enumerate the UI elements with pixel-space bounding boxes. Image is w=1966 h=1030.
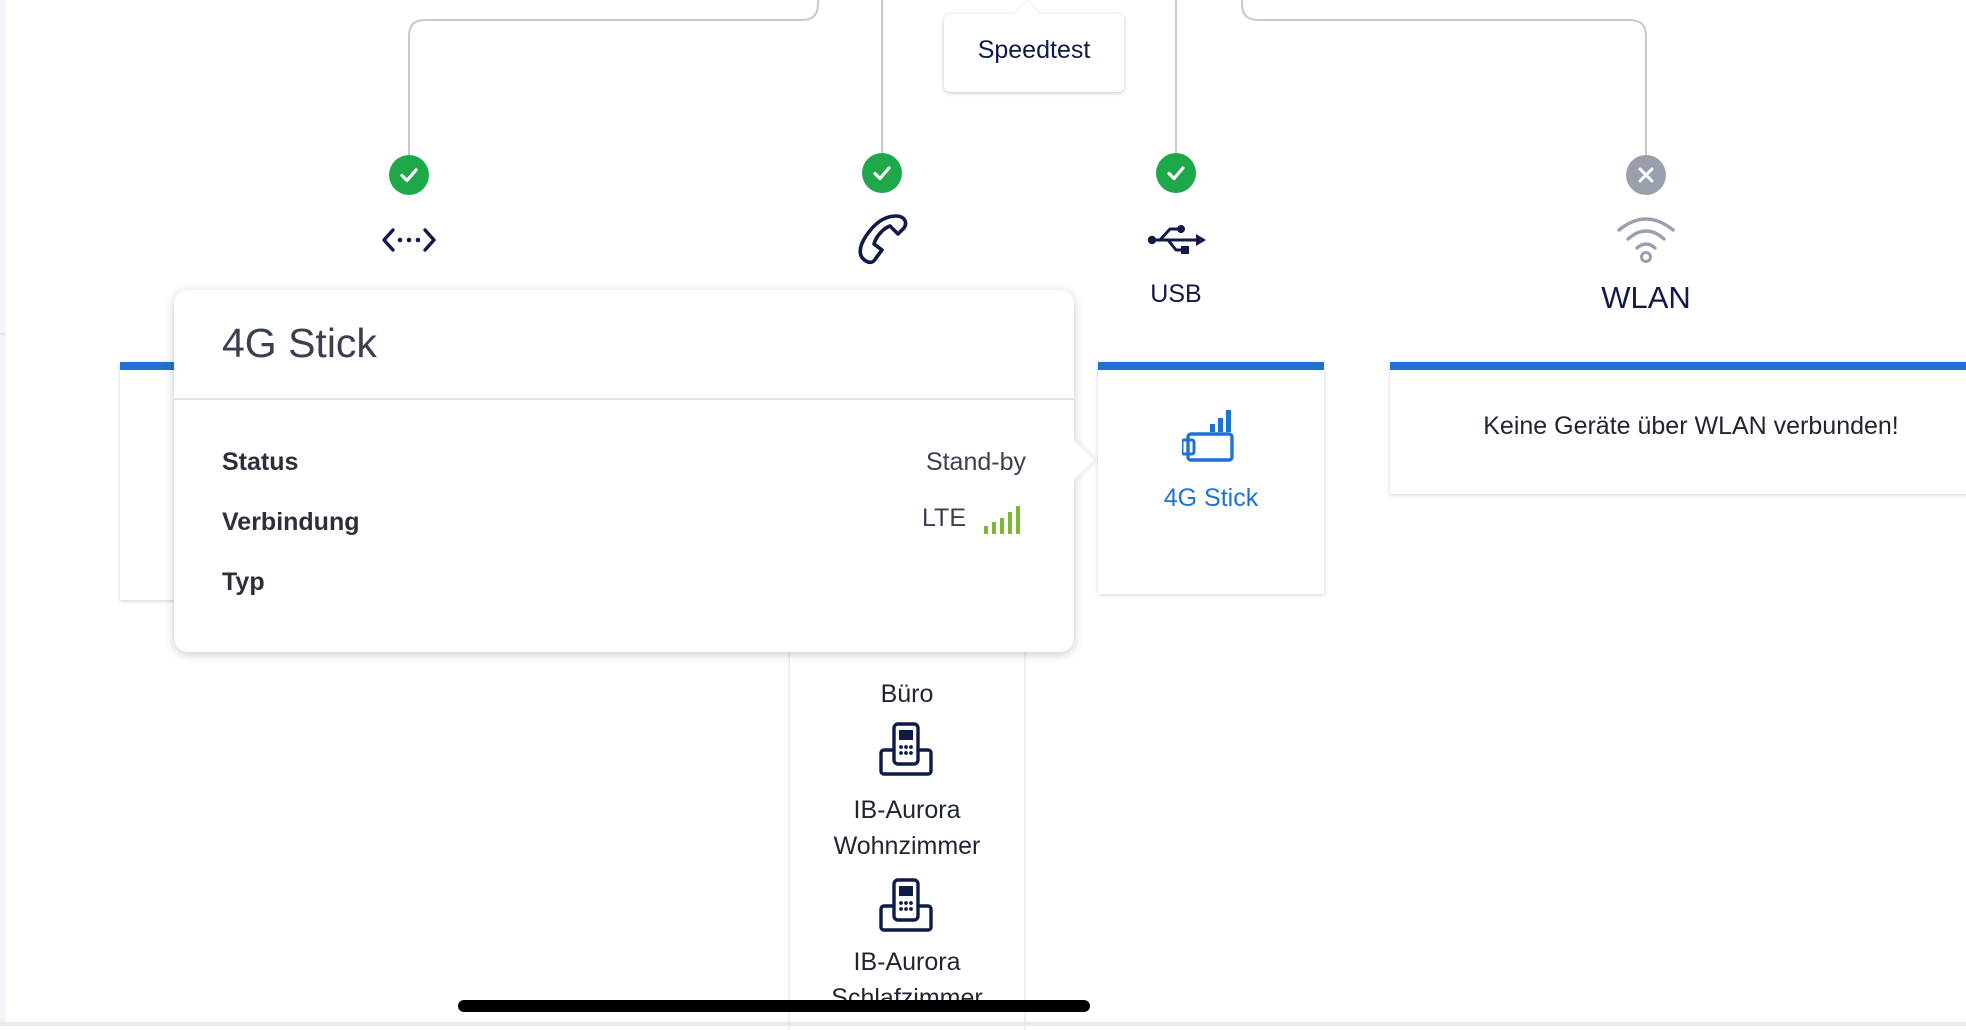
- type-label: Typ: [222, 568, 265, 596]
- speedtest-label: Speedtest: [977, 36, 1091, 64]
- device-detail-popup: 4G Stick Status Stand-by Verbindung LTE …: [174, 290, 1094, 652]
- signal-strength-icon: [984, 506, 1020, 534]
- speedtest-tooltip[interactable]: Speedtest: [944, 1, 1124, 92]
- usb-device-name: 4G Stick: [1163, 484, 1259, 512]
- usb-device-item-4g-stick[interactable]: 4G Stick: [1098, 410, 1324, 520]
- usb-icon: [1147, 225, 1206, 254]
- wlan-status-x-icon: [1626, 155, 1666, 195]
- wlan-devices-card: Keine Geräte über WLAN verbunden!: [1390, 362, 1966, 494]
- lan-status-check-icon: [389, 155, 429, 195]
- lan-connector-line: [408, 0, 819, 156]
- wlan-label: WLAN: [1601, 280, 1691, 315]
- dect-handset-icon: [879, 878, 933, 932]
- wlan-connector-line: [1241, 0, 1647, 156]
- usb-status-check-icon: [1156, 153, 1196, 193]
- lte-stick-icon: [1182, 410, 1234, 462]
- wifi-icon: [1617, 217, 1675, 263]
- status-value: Stand-by: [925, 448, 1026, 476]
- usb-devices-card: 4G Stick: [1098, 362, 1324, 594]
- left-edge-tick: [0, 333, 6, 335]
- lan-arrows-icon: [382, 228, 436, 252]
- dect-devices-card: [790, 610, 1024, 1030]
- left-edge: [0, 0, 6, 1026]
- connection-label: Verbindung: [222, 508, 360, 536]
- phone-status-check-icon: [862, 153, 902, 193]
- usb-label: USB: [1150, 280, 1202, 308]
- connection-value: LTE: [922, 504, 966, 532]
- popup-title: 4G Stick: [222, 320, 377, 366]
- bottom-edge: [0, 1022, 1966, 1026]
- home-indicator-bar[interactable]: [458, 1000, 1090, 1012]
- phone-icon: [858, 214, 908, 265]
- wlan-empty-message: Keine Geräte über WLAN verbunden!: [1483, 412, 1899, 440]
- dect-device-name-wohnzimmer[interactable]: IB-Aurora Wohnzimmer: [833, 796, 981, 860]
- dect-device-name-buero[interactable]: Büro: [880, 680, 934, 708]
- status-label: Status: [222, 448, 299, 476]
- popup-divider: [174, 398, 1074, 400]
- dect-handset-icon: [879, 722, 933, 776]
